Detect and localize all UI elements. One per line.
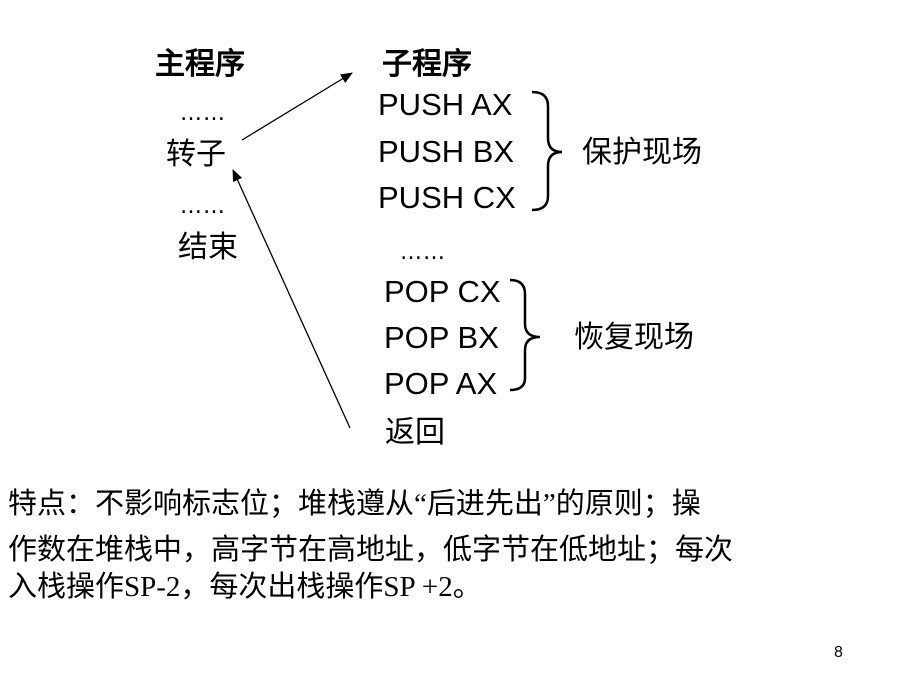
return-arrow	[232, 169, 351, 429]
return-label: 返回	[385, 415, 445, 450]
main-program-title: 主程序	[155, 47, 245, 82]
sub-ellipsis: ……	[400, 240, 446, 265]
main-ellipsis-bottom: ……	[180, 194, 226, 219]
protect-context-label: 保护现场	[582, 135, 702, 170]
main-ellipsis-top: ……	[180, 101, 226, 126]
call-subroutine-label: 转子	[166, 137, 226, 172]
pop-cx-line: POP CX	[384, 274, 501, 309]
note-line-2: 作数在堆栈中，高字节在高地址，低字节在低地址；每次	[8, 534, 734, 566]
push-cx-line: PUSH CX	[378, 180, 516, 215]
pop-brace-icon	[509, 278, 541, 392]
end-label: 结束	[178, 230, 238, 265]
call-arrow	[241, 72, 353, 141]
pop-bx-line: POP BX	[384, 320, 499, 355]
push-bx-line: PUSH BX	[378, 134, 515, 169]
push-brace-icon	[531, 90, 563, 212]
restore-context-label: 恢复现场	[574, 320, 694, 355]
page-number: 8	[834, 644, 843, 661]
push-ax-line: PUSH AX	[378, 87, 513, 122]
note-line-3: 入栈操作SP-2，每次出栈操作SP +2。	[8, 571, 482, 603]
pop-ax-line: POP AX	[384, 366, 498, 401]
note-line-1: 特点：不影响标志位；堆栈遵从“后进先出”的原则；操	[8, 488, 701, 520]
subroutine-title: 子程序	[382, 47, 472, 82]
